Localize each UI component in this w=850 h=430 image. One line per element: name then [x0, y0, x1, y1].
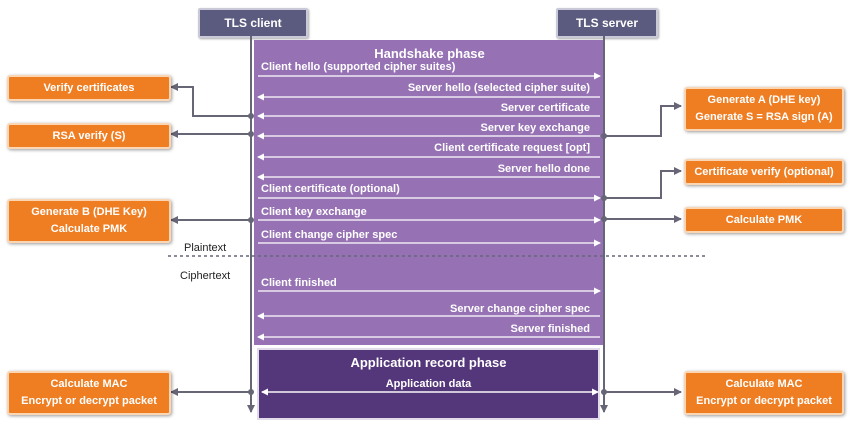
client-mac-line2: Encrypt or decrypt packet	[21, 395, 157, 407]
generate-a-line2: Generate S = RSA sign (A)	[695, 111, 833, 123]
msg-client-change-cipher: Client change cipher spec	[261, 229, 398, 241]
application-data-label: Application data	[385, 378, 472, 390]
msg-server-change-cipher: Server change cipher spec	[449, 303, 590, 315]
verify-certificates-box: Verify certificates	[7, 75, 171, 101]
generate-b-line1: Generate B (DHE Key)	[31, 206, 147, 218]
rsa-verify-label: RSA verify (S)	[52, 129, 126, 142]
verify-certificates-label: Verify certificates	[43, 81, 135, 94]
msg-client-key-exchange: Client key exchange	[261, 206, 367, 218]
handshake-panel	[254, 40, 605, 345]
handshake-title: Handshake phase	[374, 46, 485, 61]
certificate-verify-label: Certificate verify (optional)	[694, 165, 834, 178]
msg-server-certificate: Server certificate	[500, 102, 590, 114]
application-title: Application record phase	[350, 355, 507, 370]
application-panel	[257, 348, 600, 420]
calculate-pmk-label: Calculate PMK	[725, 213, 803, 226]
tls-server-header: TLS server	[556, 8, 658, 38]
connector-certificate-verify	[604, 167, 682, 199]
client-mac-box: Calculate MAC Encrypt or decrypt packet	[7, 371, 171, 415]
msg-cert-request: Client certificate request [opt]	[434, 142, 590, 154]
server-mac-box: Calculate MAC Encrypt or decrypt packet	[684, 371, 844, 415]
msg-client-finished: Client finished	[261, 277, 337, 289]
tls-client-header: TLS client	[198, 8, 308, 38]
msg-server-key-exchange: Server key exchange	[480, 122, 590, 134]
connector-verify-certificates	[170, 83, 251, 117]
rsa-verify-box: RSA verify (S)	[7, 123, 171, 149]
connector-generate-a	[604, 102, 682, 137]
server-mac-line2: Encrypt or decrypt packet	[696, 395, 832, 407]
generate-b-line2: Calculate PMK	[50, 223, 128, 235]
msg-server-finished: Server finished	[510, 323, 590, 335]
ciphertext-label: Ciphertext	[180, 270, 231, 282]
msg-client-certificate: Client certificate (optional)	[261, 183, 400, 195]
msg-server-hello-done: Server hello done	[497, 163, 590, 175]
certificate-verify-box: Certificate verify (optional)	[684, 159, 844, 185]
plaintext-label: Plaintext	[184, 242, 227, 254]
generate-a-line1: Generate A (DHE key)	[707, 94, 821, 106]
client-mac-line1: Calculate MAC	[50, 378, 128, 390]
generate-a-box: Generate A (DHE key) Generate S = RSA si…	[684, 87, 844, 131]
calculate-pmk-box: Calculate PMK	[684, 207, 844, 233]
msg-server-hello: Server hello (selected cipher suite)	[407, 82, 590, 94]
msg-client-hello: Client hello (supported cipher suites)	[261, 61, 456, 73]
server-mac-line1: Calculate MAC	[725, 378, 803, 390]
generate-b-box: Generate B (DHE Key) Calculate PMK	[7, 199, 171, 243]
